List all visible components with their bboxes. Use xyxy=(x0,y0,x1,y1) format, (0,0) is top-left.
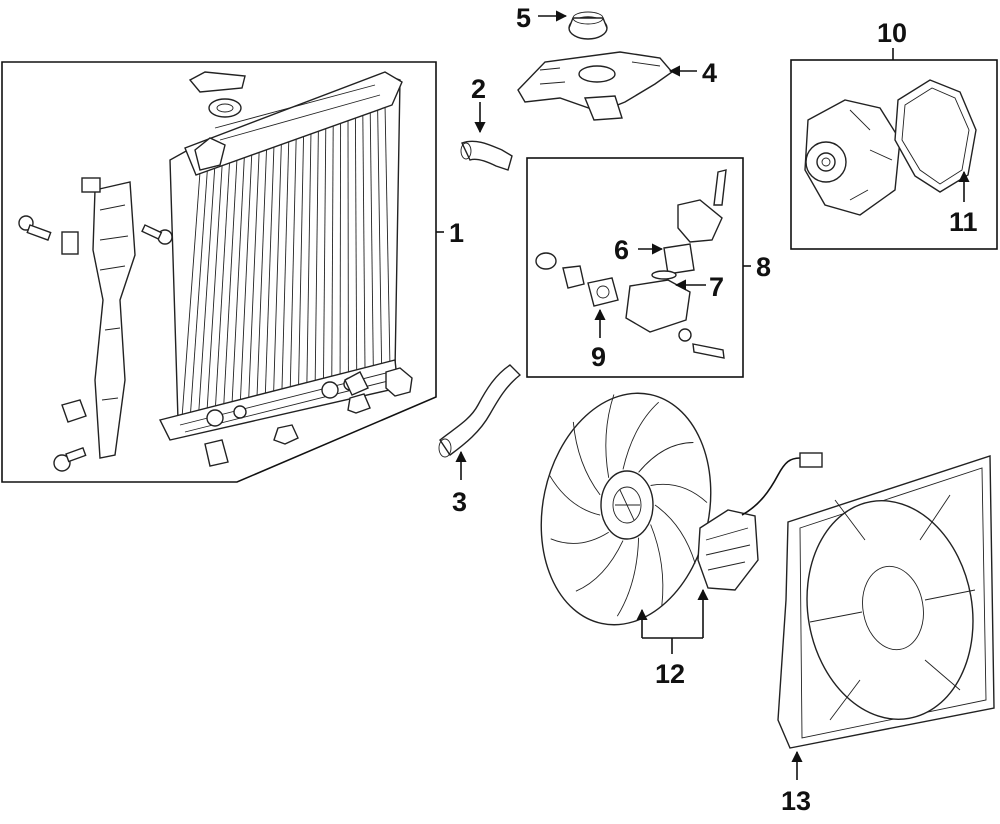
callout-11: 11 xyxy=(949,207,978,237)
thermostat-housing-upper[interactable] xyxy=(677,199,723,243)
water-pump[interactable] xyxy=(804,99,901,216)
fan-blade xyxy=(605,394,615,478)
radiator-fin-line xyxy=(198,166,216,415)
radiator-fin-line xyxy=(264,144,275,399)
radiator-fin-line xyxy=(273,142,282,397)
callout-12: 12 xyxy=(655,659,685,689)
callout-13: 13 xyxy=(781,786,811,816)
radiator-fin-line xyxy=(181,171,201,419)
thermostat-housing-lower[interactable] xyxy=(625,279,691,333)
coolant-reservoir[interactable] xyxy=(517,51,674,121)
leader-lines xyxy=(436,10,970,780)
callout-8: 8 xyxy=(756,252,771,282)
clip-upper[interactable] xyxy=(81,177,101,193)
radiator-mount-bracket[interactable] xyxy=(188,71,246,93)
radiator-fin-line xyxy=(298,133,305,391)
housing-bolt-long[interactable] xyxy=(713,169,727,206)
housing-gasket-9[interactable] xyxy=(587,277,619,307)
lower-radiator-hose[interactable] xyxy=(439,364,522,456)
fan-blade xyxy=(572,421,601,496)
callout-9: 9 xyxy=(591,342,606,372)
water-pump-group-frame xyxy=(790,59,998,250)
bolt-left-upper[interactable] xyxy=(18,215,52,241)
air-baffle-side[interactable] xyxy=(92,181,136,459)
radiator-fin-line xyxy=(231,155,245,407)
radiator-fin-line xyxy=(331,123,334,383)
callout-2: 2 xyxy=(471,74,486,104)
cooling-fan-assembly[interactable] xyxy=(520,377,731,640)
thermostat[interactable] xyxy=(663,243,695,275)
nut-bottom-1[interactable] xyxy=(273,424,299,445)
grommet-lower[interactable] xyxy=(61,399,87,423)
callout-1: 1 xyxy=(449,218,464,248)
radiator-fin-line xyxy=(223,158,238,409)
radiator-fin-line xyxy=(214,161,231,411)
bracket-bottom[interactable] xyxy=(204,439,229,467)
radiator-fin-line xyxy=(369,109,374,373)
seal-ring-left[interactable] xyxy=(535,252,557,270)
radiator-fin-line xyxy=(362,112,366,375)
fan-blade xyxy=(638,442,694,473)
callout-7: 7 xyxy=(709,272,724,302)
fan-blade xyxy=(650,483,708,503)
washer-small[interactable] xyxy=(678,328,692,342)
bolt-left-lower[interactable] xyxy=(53,446,87,472)
radiator-fin-line xyxy=(289,136,297,393)
fan-blade xyxy=(550,531,609,544)
fan-blade xyxy=(549,475,601,516)
callout-6: 6 xyxy=(614,235,629,265)
drain-valve[interactable] xyxy=(385,367,413,397)
nut-bottom-2[interactable] xyxy=(347,393,371,414)
radiator-fin-line xyxy=(354,114,358,377)
sensor-fitting[interactable] xyxy=(562,265,585,289)
fan-blade xyxy=(622,401,660,470)
radiator-fin-line xyxy=(339,120,342,381)
radiator-fin-line xyxy=(248,150,260,403)
radiator-fin-line xyxy=(377,106,383,371)
fan-blade xyxy=(575,540,624,592)
fan-motor[interactable] xyxy=(697,452,823,591)
radiator-fin-line xyxy=(206,163,223,413)
upper-radiator-hose[interactable] xyxy=(461,140,513,171)
thermostat-group xyxy=(526,157,744,378)
radiator-fin-line xyxy=(314,128,319,387)
radiator-fin-line xyxy=(256,147,268,401)
radiator-group xyxy=(1,61,437,483)
fan-blade xyxy=(654,504,696,564)
radiator-insulator-upper[interactable] xyxy=(208,98,242,118)
clip-middle[interactable] xyxy=(61,231,79,255)
radiator-core[interactable] xyxy=(158,71,403,441)
housing-bolt-short[interactable] xyxy=(692,343,725,359)
callout-3: 3 xyxy=(452,487,467,517)
callout-4: 4 xyxy=(702,58,717,88)
fan-blade xyxy=(616,537,640,617)
radiator-fin-line xyxy=(189,169,208,417)
radiator-group-frame xyxy=(1,61,437,483)
fan-blade xyxy=(650,524,664,606)
bolt-center[interactable] xyxy=(141,224,173,245)
reservoir-cap[interactable] xyxy=(568,11,608,40)
thermostat-seal-ring[interactable] xyxy=(651,270,677,280)
radiator-fin-line xyxy=(281,139,290,395)
radiator-fin-line xyxy=(239,152,253,405)
callout-10: 10 xyxy=(877,18,907,48)
callout-5: 5 xyxy=(516,3,531,33)
callout-numbers: 1 2 3 4 5 6 7 8 9 10 11 12 13 xyxy=(449,3,978,816)
radiator-fin-line xyxy=(322,125,327,385)
fan-shroud[interactable] xyxy=(777,455,995,749)
water-pump-group xyxy=(790,59,998,250)
thermostat-group-frame xyxy=(526,157,744,378)
radiator-fin-line xyxy=(384,103,391,369)
radiator-fin-line xyxy=(306,131,312,389)
